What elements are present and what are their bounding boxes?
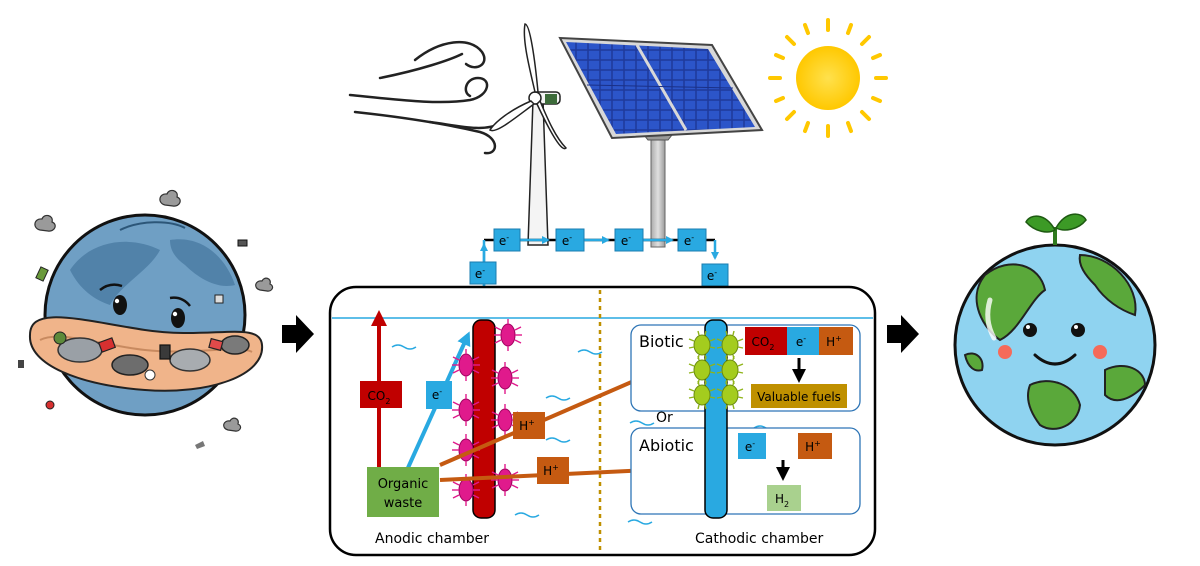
valuable-fuels-box: Valuable fuels: [751, 384, 847, 408]
proton-box: H+: [537, 457, 569, 484]
svg-text:CO2: CO2: [368, 389, 391, 406]
svg-text:e-: e-: [684, 233, 694, 248]
svg-text:waste: waste: [384, 496, 422, 511]
arrow-right-icon: [282, 315, 314, 353]
svg-text:e-: e-: [745, 439, 755, 454]
wind-turbine-icon: [488, 23, 568, 246]
arrow-right-icon: [887, 315, 919, 353]
svg-text:H+: H+: [543, 463, 559, 478]
anodic-chamber-label: Anodic chamber: [375, 531, 489, 547]
svg-text:H+: H+: [826, 334, 842, 349]
abiotic-proton-box: H+: [798, 433, 832, 459]
svg-text:e-: e-: [707, 268, 717, 283]
svg-text:H+: H+: [519, 418, 535, 433]
proton-box: H+: [513, 412, 545, 439]
cathodic-chamber-label: Cathodic chamber: [695, 531, 823, 547]
organic-waste-box: Organic waste: [367, 467, 439, 517]
wind-icon: [348, 40, 502, 155]
solar-panel-icon: [558, 36, 764, 248]
sun-icon: [768, 18, 888, 138]
circuit-electron-box: e-: [469, 261, 497, 285]
circuit-electron-box: e-: [614, 228, 644, 252]
anode-electrode: [472, 319, 496, 519]
polluted-earth-icon: [18, 189, 274, 449]
abiotic-label: Abiotic: [639, 436, 694, 455]
svg-text:e-: e-: [432, 387, 442, 402]
svg-text:e-: e-: [499, 233, 509, 248]
h2-box: H2: [767, 485, 801, 511]
svg-text:CO2: CO2: [752, 335, 775, 352]
svg-text:e-: e-: [475, 266, 485, 281]
biotic-co2-box: CO2: [745, 327, 787, 355]
svg-text:Valuable fuels: Valuable fuels: [757, 390, 841, 404]
svg-text:H2: H2: [775, 492, 789, 509]
svg-text:e-: e-: [796, 334, 806, 349]
circuit-electron-box: e-: [677, 228, 707, 252]
co2-label-box: CO2: [360, 381, 402, 408]
biotic-label: Biotic: [639, 332, 684, 351]
biotic-proton-box: H+: [819, 327, 853, 355]
anode-electron-box: e-: [426, 381, 452, 409]
svg-text:e-: e-: [562, 233, 572, 248]
cathode-electrode: [704, 319, 728, 519]
circuit-electron-box: e-: [701, 263, 729, 287]
healthy-earth-icon: [953, 213, 1157, 447]
circuit-electron-box: e-: [493, 228, 521, 252]
circuit-electron-box: e-: [555, 228, 585, 252]
svg-text:e-: e-: [621, 233, 631, 248]
svg-text:H+: H+: [805, 439, 821, 454]
abiotic-electron-box: e-: [738, 433, 766, 459]
biotic-electron-box: e-: [787, 327, 819, 355]
water-ripples: [391, 344, 779, 525]
svg-text:Organic: Organic: [378, 477, 429, 492]
or-label: Or: [656, 410, 673, 426]
